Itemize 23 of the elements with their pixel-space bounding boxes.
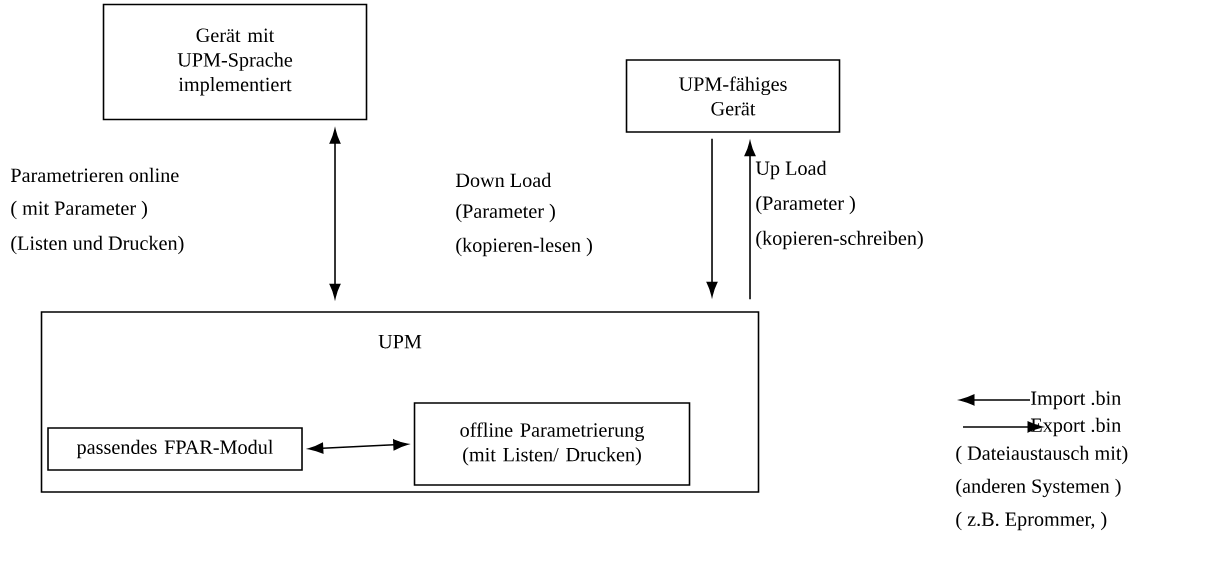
process-box: offline Parametrierung (mit Listen/ Drucken) xyxy=(413,402,691,486)
text-label: (anderen Systemen ) xyxy=(956,478,1121,498)
arrow xyxy=(962,421,1043,433)
arrow xyxy=(329,129,341,299)
arrow xyxy=(959,394,1031,406)
device-box: UPM-fähiges Gerät xyxy=(625,59,841,133)
text-label: (kopieren-schreiben) xyxy=(756,230,923,250)
text-label: (Listen und Drucken) xyxy=(11,235,184,255)
text-label: Up Load xyxy=(755,160,827,180)
text-label: (Parameter ) xyxy=(756,195,855,215)
text-label: ( z.B. Eprommer, ) xyxy=(956,511,1107,531)
module-box: passendes FPAR-Modul xyxy=(47,427,303,471)
text-label: ( Dateiaustausch mit) xyxy=(956,445,1128,465)
arrow xyxy=(706,138,718,297)
text-label: (kopieren-lesen ) xyxy=(456,237,592,257)
text-label: Parametrieren online xyxy=(10,167,179,183)
arrow xyxy=(744,141,756,300)
text-label: ( mit Parameter ) xyxy=(11,200,147,220)
import-label: Import .bin xyxy=(1031,390,1121,410)
text-label: (Parameter ) xyxy=(456,203,555,223)
device-box: Gerät mit UPM-Sprache implementiert xyxy=(102,3,368,121)
text-label: Down Load xyxy=(455,172,552,188)
arrow xyxy=(308,439,408,454)
